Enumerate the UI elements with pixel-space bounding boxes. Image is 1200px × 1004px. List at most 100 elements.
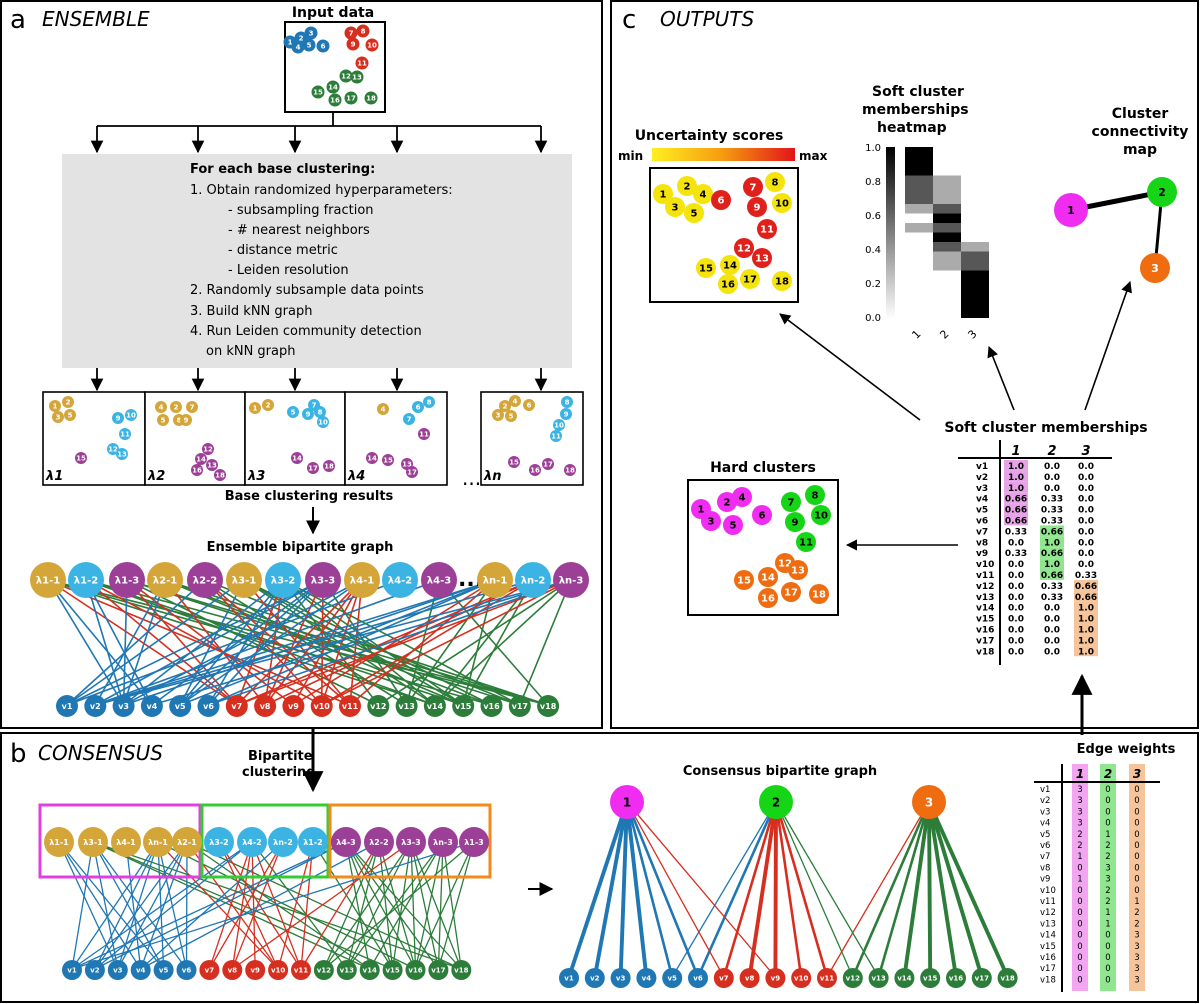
base-point: 4	[509, 395, 521, 407]
input-point-8: 8	[356, 24, 370, 38]
svg-text:2: 2	[66, 399, 71, 407]
svg-text:v9: v9	[771, 975, 781, 983]
svg-text:5: 5	[691, 209, 698, 220]
ensemble-edge	[95, 579, 534, 706]
base-point: 13	[206, 459, 218, 471]
soft-row-label: v10	[976, 560, 994, 570]
uncertainty-point-3: 3	[665, 197, 685, 217]
ensemble-node: λ3-1	[226, 562, 262, 598]
svg-text:4: 4	[700, 190, 707, 201]
ensemble-edge	[321, 579, 534, 706]
input-point-13: 13	[350, 70, 364, 84]
input-point-7: 7	[344, 26, 358, 40]
consensus-left-edge	[94, 841, 347, 970]
edge-weights-cell: 2	[1077, 841, 1082, 851]
svg-text:λ4-1: λ4-1	[116, 838, 136, 847]
base-point: 3	[52, 411, 64, 423]
svg-text:18: 18	[812, 590, 826, 601]
svg-text:3: 3	[1151, 262, 1159, 275]
svg-text:v1: v1	[564, 975, 574, 983]
base-label-3: λ3	[247, 469, 265, 484]
consensus-right-edge	[626, 801, 725, 978]
hard-clusters-label: Hard clusters	[710, 460, 816, 476]
edge-weights-label: Edge weights	[1077, 742, 1176, 757]
svg-text:6: 6	[321, 43, 326, 51]
consensus-left-edge	[71, 841, 94, 970]
ensemble-edge	[95, 579, 440, 706]
svg-text:6: 6	[416, 404, 421, 412]
svg-text:v10: v10	[794, 975, 808, 983]
edge-weights-cell: 0	[1134, 863, 1139, 873]
consensus-left-node: λn-2	[268, 827, 298, 857]
svg-text:7: 7	[349, 30, 354, 38]
ensemble-label: Ensemble bipartite graph	[207, 540, 394, 555]
consensus-cluster-node-2: 2	[759, 785, 793, 819]
svg-text:9: 9	[564, 411, 569, 419]
soft-row-label: v13	[976, 593, 994, 603]
consensus-left-v-node: v10	[268, 960, 289, 980]
edge-weights-cell: 3	[1077, 796, 1082, 806]
svg-text:v11: v11	[820, 975, 834, 983]
heatmap-cell	[905, 194, 933, 204]
ensemble-node: λ3-2	[265, 562, 301, 598]
soft-cell: 1.0	[1044, 560, 1060, 570]
soft-cell: 0.33	[1041, 517, 1063, 527]
soft-cell: 1.0	[1008, 484, 1024, 494]
svg-text:9: 9	[306, 411, 311, 419]
svg-text:17: 17	[543, 461, 553, 469]
heatmap-cell	[933, 242, 961, 252]
consensus-left-node: λ3-2	[204, 827, 234, 857]
svg-text:v13: v13	[340, 967, 354, 975]
heatmap-y-tick: 0.4	[865, 245, 881, 256]
base-label-1: λ1	[45, 469, 63, 484]
base-point: 2	[170, 401, 182, 413]
bipartite-clustering-label-2: clustering	[242, 765, 316, 780]
svg-text:4: 4	[159, 404, 164, 412]
ensemble-edge	[349, 579, 363, 706]
base-point: 14	[291, 452, 303, 464]
svg-text:14: 14	[196, 456, 206, 464]
heatmap-cell	[961, 289, 989, 299]
heatmap-cell	[933, 232, 961, 242]
edge-weights-header: 2	[1104, 767, 1112, 781]
distribution-arrows	[90, 112, 548, 154]
edge-weights-row-label: v14	[1040, 931, 1056, 941]
ensemble-v-node: v10	[310, 695, 333, 717]
svg-text:9: 9	[116, 415, 121, 423]
base-point: 13	[116, 448, 128, 460]
uncertainty-point-18: 18	[772, 271, 792, 291]
consensus-left-edge	[300, 841, 380, 970]
ensemble-edge	[462, 579, 534, 706]
ensemble-v-node: v8	[254, 695, 277, 717]
svg-text:v6: v6	[182, 967, 192, 975]
svg-text:9: 9	[351, 41, 356, 49]
ensemble-edge	[151, 579, 324, 706]
panel-a-letter: a	[10, 5, 26, 35]
consensus-left-node: λ1-1	[44, 827, 74, 857]
svg-text:11: 11	[799, 538, 813, 549]
base-label-5: λn	[483, 469, 501, 484]
svg-text:7: 7	[190, 404, 195, 412]
svg-text:v4: v4	[642, 975, 652, 983]
heatmap-cell	[961, 166, 989, 176]
svg-text:2: 2	[1158, 186, 1166, 199]
steps-title: For each base clustering:	[190, 162, 375, 177]
svg-text:12: 12	[108, 446, 118, 454]
edge-weights-row-label: v15	[1040, 942, 1056, 952]
ensemble-edge	[349, 579, 496, 706]
uncertainty-point-6: 6	[711, 190, 731, 210]
heatmap-cell	[961, 261, 989, 271]
uncertainty-color-scale	[652, 148, 795, 161]
base-point: 15	[75, 452, 87, 464]
ensemble-edge	[236, 579, 363, 706]
heatmap-cell	[905, 280, 933, 290]
heatmap-y-tick: 0.0	[865, 313, 881, 324]
svg-text:11: 11	[551, 433, 561, 441]
heatmap-cell	[905, 147, 933, 157]
consensus-left-edge	[323, 841, 412, 970]
bipartite-clustering-label-1: Bipartite	[248, 749, 313, 764]
hard-point-15: 15	[734, 570, 754, 590]
